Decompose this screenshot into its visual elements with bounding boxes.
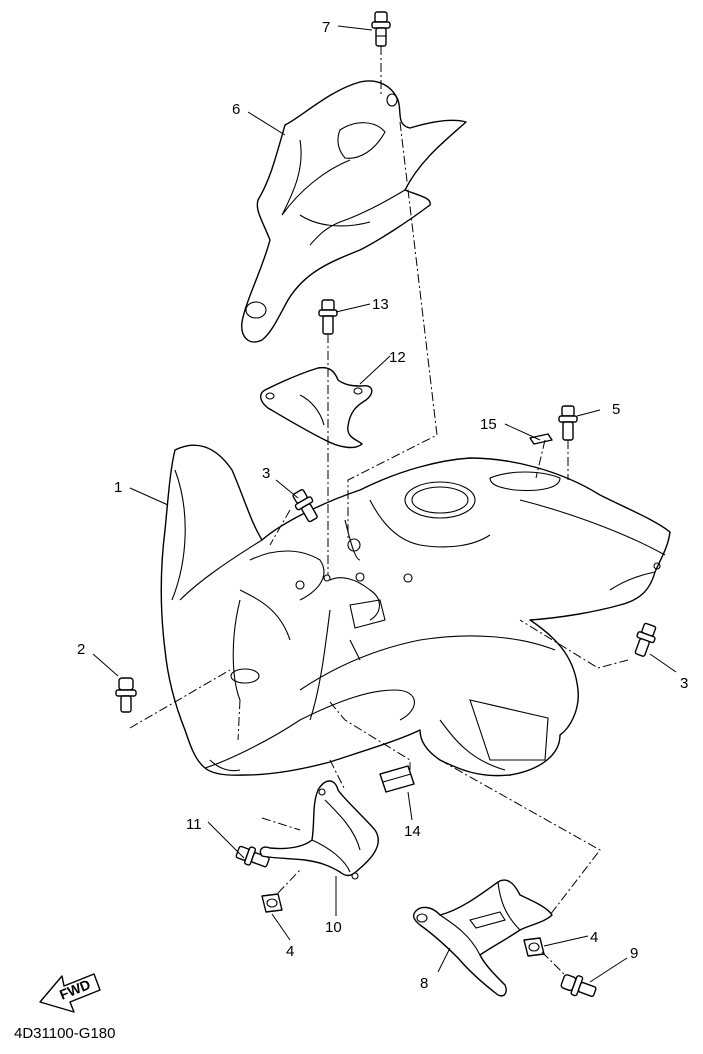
part-6-upper-cover (241, 80, 467, 343)
callout-6: 6 (232, 101, 240, 118)
part-3-bolt-right (634, 622, 657, 657)
callout-4-left: 4 (286, 943, 294, 960)
part-8-bracket (412, 879, 553, 997)
callout-11: 11 (186, 816, 202, 833)
callout-1: 1 (114, 479, 122, 496)
callout-13: 13 (372, 296, 389, 313)
callout-12: 12 (389, 349, 406, 366)
part-9-bolt (560, 974, 597, 998)
part-4-nut-left (261, 893, 283, 913)
callout-3-right: 3 (680, 675, 688, 692)
part-10-bracket (259, 780, 379, 880)
part-12-bracket (260, 366, 373, 449)
assembly-lines (129, 46, 629, 976)
callout-9: 9 (630, 945, 638, 962)
callout-8: 8 (420, 975, 428, 992)
part-2-bolt (115, 677, 137, 713)
part-15-pad (529, 433, 553, 445)
part-4-nut-right (523, 937, 545, 957)
part-1-front-fender (160, 444, 671, 777)
part-7-bolt (371, 11, 391, 47)
callout-2: 2 (77, 641, 85, 658)
part-14-pad (379, 765, 415, 793)
part-13-bolt (318, 299, 338, 335)
callout-3-upper: 3 (262, 465, 270, 482)
part-5-bolt (558, 405, 578, 441)
callout-15: 15 (480, 416, 497, 433)
callout-14: 14 (404, 823, 421, 840)
callout-5: 5 (612, 401, 620, 418)
leader-lines (92, 25, 677, 983)
callouts: 7 6 13 12 5 15 1 3 2 3 14 11 10 4 4 8 9 (77, 19, 688, 992)
callout-10: 10 (325, 919, 342, 936)
part-3-bolt-upper (292, 489, 318, 523)
fwd-arrow-icon: FWD (39, 973, 101, 1013)
callout-7: 7 (322, 19, 330, 36)
callout-4-right: 4 (590, 929, 598, 946)
diagram-code: 4D31100-G180 (14, 1025, 115, 1042)
part-11-bolt (235, 845, 270, 868)
